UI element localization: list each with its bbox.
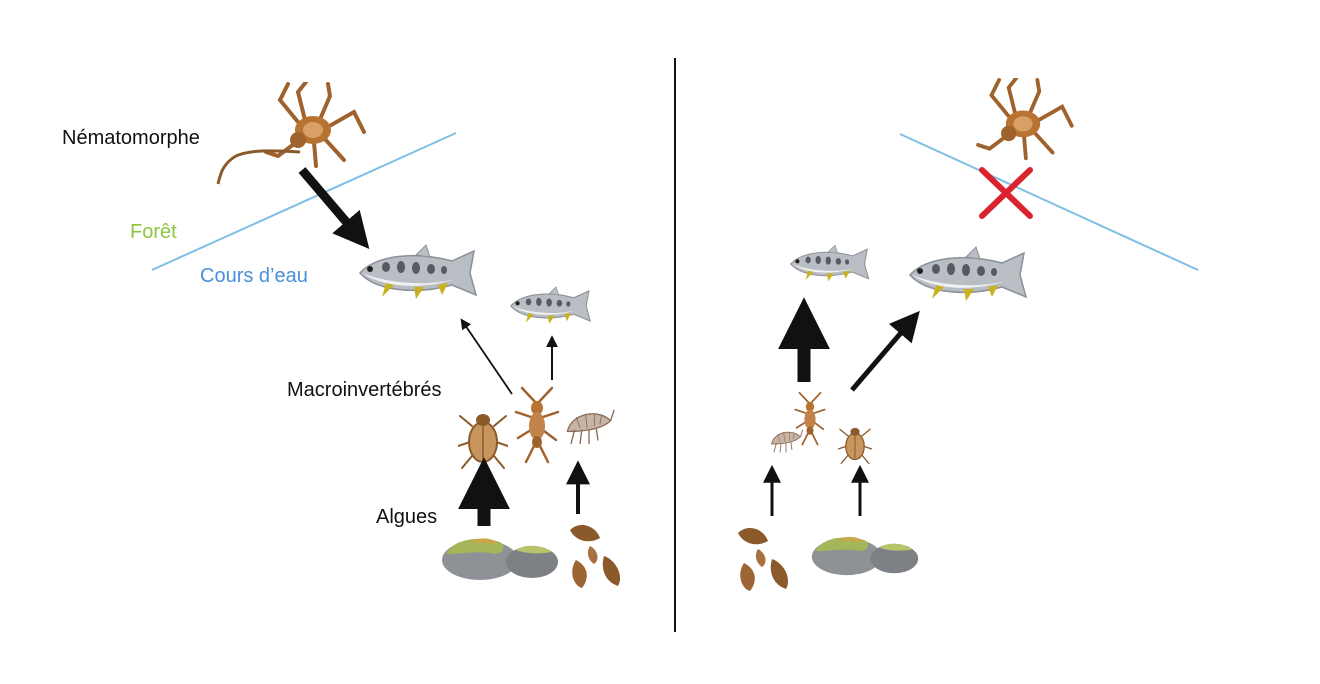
mayfly-nymph-icon	[514, 386, 560, 464]
macroinvertebrates-label: Macroinvertébrés	[287, 379, 442, 401]
rock-algae-icon	[442, 538, 558, 580]
fish-icon	[359, 244, 477, 300]
forest-label: Forêt	[130, 221, 177, 243]
cross-icon	[979, 167, 1033, 219]
beetle-larva-icon	[838, 427, 872, 465]
cricket-icon	[976, 78, 1074, 161]
cricket-icon	[216, 82, 366, 185]
fish-icon	[909, 246, 1027, 302]
rock-algae-icon	[811, 536, 919, 576]
fish-icon	[790, 244, 870, 283]
forest-stream-boundary	[151, 132, 457, 271]
fish-icon	[510, 286, 591, 325]
nematomorph-label: Nématomorphe	[62, 127, 200, 149]
forest-stream-boundary	[899, 133, 1199, 271]
leaf-litter-icon	[738, 527, 789, 591]
arrow-invert-to-fish-large	[850, 310, 920, 392]
arrow-invert-to-fish-large	[460, 318, 513, 395]
algae-label: Algues	[376, 506, 438, 528]
amphipod-icon	[566, 409, 615, 445]
beetle-larva-icon	[458, 413, 508, 469]
stream-label: Cours d’eau	[200, 265, 308, 287]
leaf-litter-icon	[570, 524, 621, 588]
amphipod-icon	[771, 429, 804, 453]
arrow-cricket-to-fish	[298, 167, 370, 249]
